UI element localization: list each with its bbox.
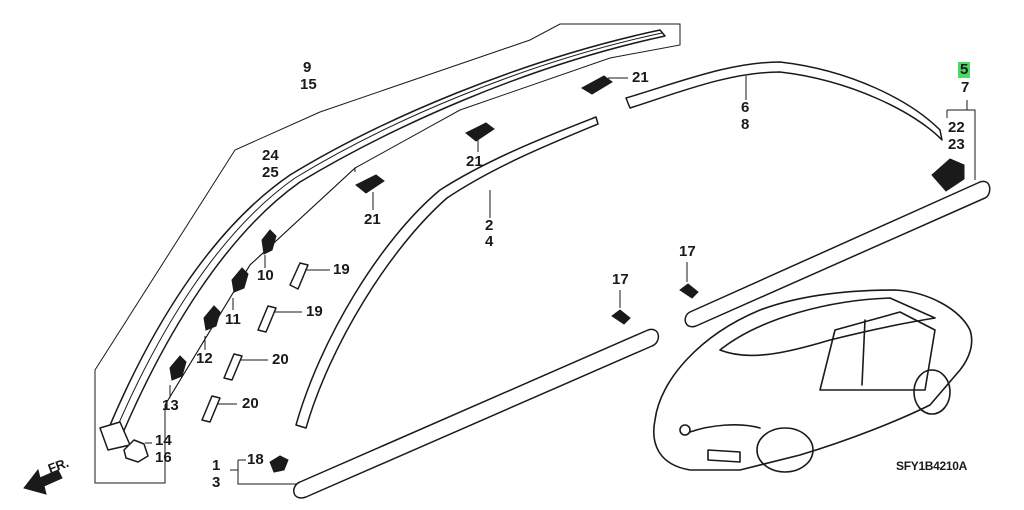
clip-21b-icon <box>465 122 495 142</box>
callout-19a: 19 <box>333 261 350 278</box>
callout-4: 4 <box>485 233 494 250</box>
front-door-molding-part <box>293 328 660 499</box>
callout-3: 3 <box>212 474 221 491</box>
callout-1: 1 <box>212 457 221 474</box>
callout-5-highlighted: 5 <box>958 61 971 78</box>
callout-18: 18 <box>247 451 264 468</box>
callout-6: 6 <box>741 99 750 116</box>
callout-24: 24 <box>262 147 279 164</box>
callout-12: 12 <box>196 350 213 367</box>
clip-12-icon <box>203 305 221 331</box>
callout-9: 9 <box>303 59 312 76</box>
clip-19b-icon <box>257 305 277 333</box>
clip-21c-icon <box>580 75 613 95</box>
callout-8: 8 <box>741 116 750 133</box>
clip-14-icon <box>123 439 149 463</box>
roof-molding-part <box>107 29 666 436</box>
clip-19a-icon <box>289 262 309 290</box>
callout-23: 23 <box>948 136 965 153</box>
screw-17a-icon <box>611 309 631 325</box>
callout-7: 7 <box>961 79 970 96</box>
door-sash-molding-part <box>625 61 943 141</box>
clip-13-icon <box>169 355 187 381</box>
clip-21a-icon <box>355 174 385 194</box>
callout-20a: 20 <box>272 351 289 368</box>
callout-20b: 20 <box>242 395 259 412</box>
rear-door-molding-part <box>684 180 991 328</box>
callout-21c: 21 <box>632 69 649 86</box>
callout-21a: 21 <box>364 211 381 228</box>
callout-17b: 17 <box>679 243 696 260</box>
callout-10: 10 <box>257 267 274 284</box>
callout-17a: 17 <box>612 271 629 288</box>
rear-molding-clip-22-icon <box>931 158 965 192</box>
vehicle-illustration <box>653 289 973 473</box>
screw-17b-icon <box>679 283 699 299</box>
callout-19b: 19 <box>306 303 323 320</box>
front-direction-arrow-icon <box>23 468 63 495</box>
clip-20a-icon <box>223 353 243 381</box>
callout-14: 14 <box>155 432 172 449</box>
callout-16: 16 <box>155 449 172 466</box>
front-pillar-molding-part <box>295 116 599 429</box>
callout-22: 22 <box>948 119 965 136</box>
drawing-code: SFY1B4210A <box>896 459 968 473</box>
callout-15: 15 <box>300 76 317 93</box>
clip-18-icon <box>269 455 289 473</box>
callout-25: 25 <box>262 164 279 181</box>
callout-13: 13 <box>162 397 179 414</box>
callout-21b: 21 <box>466 153 483 170</box>
clip-10-icon <box>261 229 277 255</box>
clip-20b-icon <box>201 395 221 423</box>
callout-11: 11 <box>225 311 241 328</box>
callout-2: 2 <box>485 217 494 234</box>
